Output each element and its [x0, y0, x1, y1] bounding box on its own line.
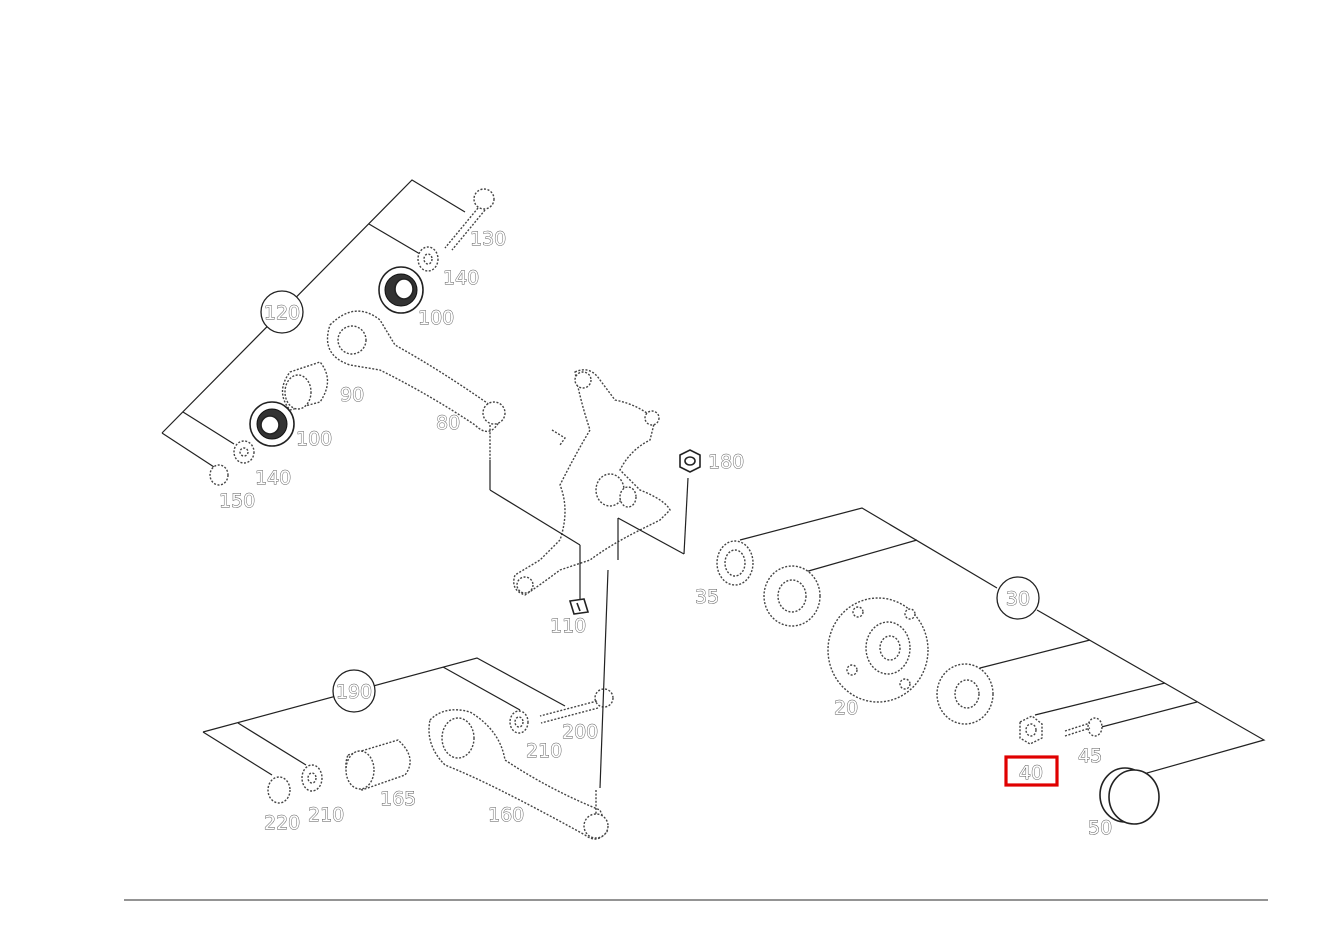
part-140-washer-top[interactable]	[417, 246, 439, 272]
part-seal-ring[interactable]	[763, 565, 821, 627]
part-220-nut[interactable]	[267, 776, 291, 804]
part-45-pin[interactable]	[1064, 717, 1103, 737]
group-30: 30	[739, 507, 1266, 776]
callout-30[interactable]	[996, 576, 1040, 620]
label-180[interactable]: 180	[708, 451, 745, 474]
label-45[interactable]: 45	[1078, 745, 1103, 768]
part-140-washer-bottom[interactable]	[233, 440, 255, 464]
label-90[interactable]: 90	[340, 384, 365, 407]
label-220[interactable]: 220	[264, 812, 301, 835]
callout-120[interactable]	[260, 290, 304, 334]
label-100-top[interactable]: 100	[418, 307, 455, 330]
label-210-bottom[interactable]: 210	[308, 804, 345, 827]
part-210-washer-bottom[interactable]	[301, 764, 323, 792]
part-180-nut[interactable]	[679, 449, 701, 473]
label-210-top[interactable]: 210	[526, 740, 563, 763]
part-100-bushing-bottom[interactable]	[249, 401, 295, 447]
label-35[interactable]: 35	[695, 586, 720, 609]
part-130-bolt[interactable]	[444, 188, 495, 251]
part-100-bushing-top[interactable]	[378, 266, 424, 314]
callout-120-label: 120	[264, 302, 300, 324]
part-160-lower-arm[interactable]	[428, 569, 609, 840]
label-100-bottom[interactable]: 100	[296, 428, 333, 451]
callout-190[interactable]	[332, 669, 376, 713]
part-200-bolt[interactable]	[539, 688, 614, 724]
part-outer-bearing[interactable]	[936, 663, 994, 725]
part-40-nut[interactable]	[1019, 715, 1043, 745]
label-140-bottom[interactable]: 140	[255, 467, 292, 490]
part-steering-knuckle[interactable]	[489, 369, 689, 600]
part-90-bushing[interactable]	[281, 361, 329, 411]
part-20-wheel-hub[interactable]	[827, 597, 929, 703]
label-160[interactable]: 160	[488, 804, 525, 827]
group-120: 120	[161, 179, 466, 468]
part-210-washer-top[interactable]	[509, 710, 529, 734]
part-35-bearing[interactable]	[716, 540, 754, 586]
part-150-nut[interactable]	[209, 464, 229, 486]
part-80-control-arm[interactable]	[326, 310, 506, 460]
part-165-bushing[interactable]	[345, 739, 411, 791]
callout-30-label: 30	[1006, 588, 1030, 610]
label-200[interactable]: 200	[562, 721, 599, 744]
part-50-grease-cap[interactable]	[1099, 767, 1160, 825]
label-40[interactable]: 40	[1018, 762, 1043, 785]
part-110-nut[interactable]	[568, 598, 590, 615]
label-165[interactable]: 165	[380, 788, 417, 811]
selected-part-highlight	[1004, 755, 1059, 787]
label-80[interactable]: 80	[436, 412, 461, 435]
label-140-top[interactable]: 140	[443, 267, 480, 290]
label-20[interactable]: 20	[834, 697, 859, 720]
group-190: 190	[202, 657, 566, 776]
label-130[interactable]: 130	[470, 228, 507, 251]
label-110[interactable]: 110	[550, 615, 587, 638]
label-150[interactable]: 150	[219, 490, 256, 513]
label-50[interactable]: 50	[1088, 817, 1113, 840]
callout-190-label: 190	[336, 681, 372, 703]
